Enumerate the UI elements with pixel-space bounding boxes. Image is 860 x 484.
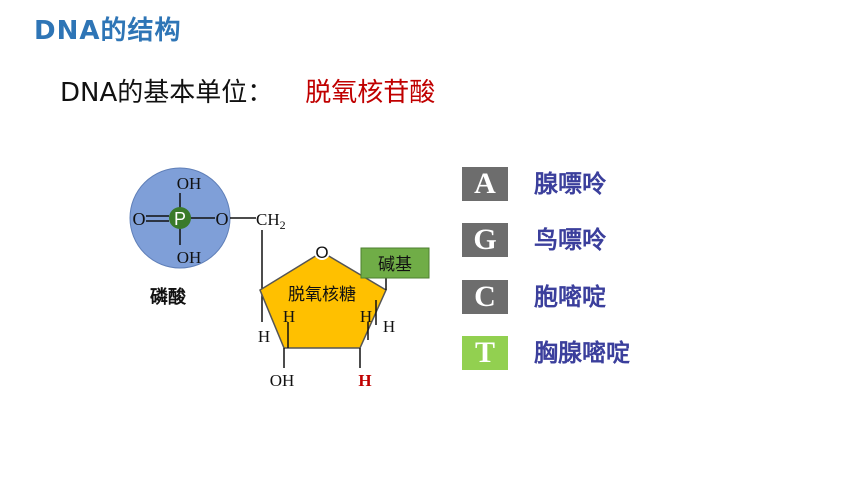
oh-top-label: OH [177,174,202,193]
base-box [360,247,430,279]
h-right-outer: H [383,317,395,336]
h-left-inner: H [283,307,295,326]
h-left-outer: H [258,327,270,346]
base-letter-box: T [462,336,508,370]
subtitle: DNA的基本单位： 脱氧核苷酸 [60,72,435,109]
ch2-label: CH2 [256,210,286,232]
oh-bottom-label: OH [177,248,202,267]
ch2-subscript: 2 [280,218,286,232]
base-letter-box: A [462,167,508,201]
o-right-label: O [216,209,229,229]
phosphate-label: 磷酸 [150,286,187,308]
phosphorus-label: P [174,209,186,229]
oh-sugar-label: OH [270,371,295,390]
base-letter-box: C [462,280,508,314]
ring-oxygen-mask [314,244,330,260]
h-right-inner: H [360,307,372,326]
base-name: 胸腺嘧啶 [534,339,630,367]
subtitle-value: 脱氧核苷酸 [305,78,436,108]
base-name: 胞嘧啶 [534,283,606,311]
base-label: 碱基 [378,255,412,275]
o-left-label: O [133,209,146,229]
base-name: 腺嘌呤 [534,170,606,198]
deoxyribose-pentagon [259,251,387,349]
sugar-label: 脱氧核糖 [288,285,356,305]
base-letter-box: G [462,223,508,257]
base-name: 鸟嘌呤 [534,226,606,254]
h-bottom-label: H [358,371,371,390]
subtitle-label: DNA的基本单位： [60,78,274,108]
phosphorus-atom [169,207,191,229]
ring-oxygen-label: O [315,243,328,262]
page-title: DNA的结构 [34,16,182,46]
